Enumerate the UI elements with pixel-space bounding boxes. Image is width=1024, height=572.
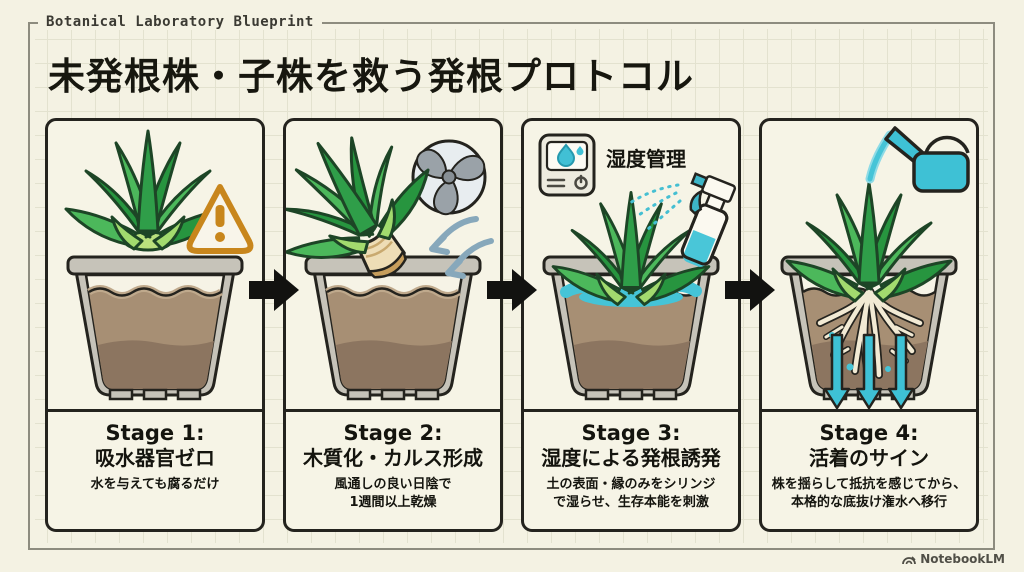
desc-line: 1週間以上乾燥 [349, 495, 437, 511]
stage-panel-1: Stage 1: 吸水器官ゼロ 水を与えても腐るだけ [45, 118, 265, 532]
watering-can-icon [884, 126, 970, 193]
stage1-caption: Stage 1: 吸水器官ゼロ 水を与えても腐るだけ [48, 409, 262, 529]
stage3-illustration: 湿度管理 [524, 121, 738, 409]
stage-subtitle: 活着のサイン [809, 445, 929, 470]
stage-label: Stage 2: [343, 421, 443, 445]
stage-subtitle: 湿度による発根誘発 [541, 445, 721, 470]
drainage-arrows-icon [823, 333, 915, 409]
stage-label: Stage 1: [105, 421, 205, 445]
stage2-caption: Stage 2: 木質化・カルス形成 風通しの良い日陰で 1週間以上乾燥 [286, 409, 500, 529]
agave-plant-icon [551, 190, 711, 306]
stage2-illustration [286, 121, 500, 409]
stage-description: 土の表面・縁のみをシリンジ で湿らせ、生存本能を刺激 [524, 476, 738, 512]
desc-line: 土の表面・縁のみをシリンジ [546, 477, 716, 493]
spray-bottle-icon [680, 172, 737, 267]
warning-triangle-icon [186, 184, 254, 254]
stage1-illustration [48, 121, 262, 409]
agave-plant-icon [785, 181, 953, 303]
plant-pot-icon [304, 255, 482, 401]
notebooklm-logo-icon [902, 555, 917, 564]
stage3-caption: Stage 3: 湿度による発根誘発 土の表面・縁のみをシリンジ で湿らせ、生存… [524, 409, 738, 529]
mist-spray-icon [628, 183, 682, 231]
desc-line: 水を与えても腐るだけ [90, 477, 220, 493]
stage-label: Stage 3: [581, 421, 681, 445]
fan-icon [411, 139, 487, 216]
stage-subtitle: 吸水器官ゼロ [95, 445, 215, 470]
callus-stump-icon [354, 225, 407, 279]
stage-panel-3: 湿度管理 Stage 3: 湿度による発根誘発 土の表面・縁のみをシリンジ で湿… [521, 118, 741, 532]
stage-panel-4: Stage 4: 活着のサイン 株を揺らして抵抗を感じてから、 本格的な底抜け潅… [759, 118, 979, 532]
flow-arrow-icon [723, 266, 777, 314]
stage4-caption: Stage 4: 活着のサイン 株を揺らして抵抗を感じてから、 本格的な底抜け潅… [762, 409, 976, 529]
stage-label: Stage 4: [819, 421, 919, 445]
desc-line: 本格的な底抜け潅水へ移行 [790, 495, 947, 511]
wind-arrows-icon [429, 216, 494, 279]
desc-line: 株を揺らして抵抗を感じてから、 [771, 477, 967, 493]
stage-panel-2: Stage 2: 木質化・カルス形成 風通しの良い日陰で 1週間以上乾燥 [283, 118, 503, 532]
humidity-badge-label: 湿度管理 [606, 147, 686, 171]
stage4-illustration [762, 121, 976, 409]
page-title: 未発根株・子株を救う発根プロトコル [48, 55, 694, 98]
footer-brand: NotebookLM [902, 552, 1005, 566]
blueprint-label: Botanical Laboratory Blueprint [38, 14, 322, 30]
flow-arrow-icon [247, 266, 301, 314]
plant-pot-icon [66, 255, 244, 401]
desc-line: で湿らせ、生存本能を刺激 [553, 495, 709, 511]
stage-description: 水を与えても腐るだけ [48, 476, 262, 494]
stage1-art [64, 129, 254, 401]
stage4-art [780, 126, 970, 409]
humidity-monitor-icon [538, 133, 596, 197]
stage3-art [538, 133, 737, 401]
stage2-art [286, 136, 494, 401]
brand-label: NotebookLM [920, 552, 1005, 566]
callus-plant-icon [286, 136, 430, 279]
flow-arrow-icon [485, 266, 539, 314]
stage-description: 株を揺らして抵抗を感じてから、 本格的な底抜け潅水へ移行 [762, 476, 976, 512]
desc-line: 風通しの良い日陰で [334, 477, 452, 493]
stage-subtitle: 木質化・カルス形成 [303, 445, 483, 470]
stage-description: 風通しの良い日陰で 1週間以上乾燥 [286, 476, 500, 512]
